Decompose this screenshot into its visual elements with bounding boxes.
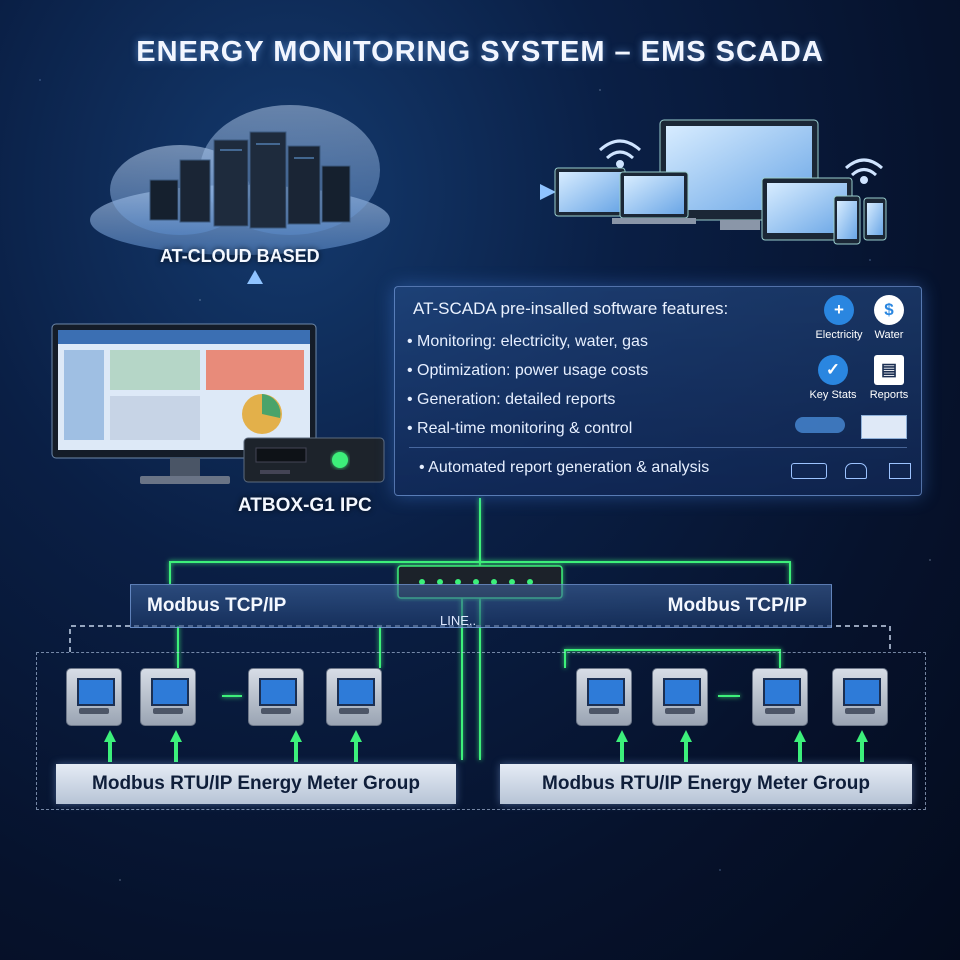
ipc-box-illustration bbox=[244, 438, 384, 482]
reports-icon: ▤ bbox=[874, 355, 904, 385]
arrow-head-icon bbox=[540, 184, 556, 200]
feature-key-stats: ✓ Key Stats bbox=[803, 355, 863, 401]
panel-divider bbox=[409, 447, 907, 448]
electricity-icon: + bbox=[824, 295, 854, 325]
energy-meter-icon bbox=[140, 668, 196, 726]
energy-meter-icon bbox=[248, 668, 304, 726]
panel-title: AT-SCADA pre-insalled software features: bbox=[413, 299, 728, 319]
feature-reports: ▤ Reports bbox=[859, 355, 919, 401]
energy-meter-icon bbox=[576, 668, 632, 726]
energy-meter-icon bbox=[66, 668, 122, 726]
features-panel: AT-SCADA pre-insalled software features:… bbox=[394, 286, 922, 496]
protocol-label-left: Modbus TCP/IP bbox=[147, 595, 286, 617]
edit-icon bbox=[889, 463, 911, 479]
feature-list: Monitoring: electricity, water, gas Opti… bbox=[407, 333, 648, 449]
list-item: Generation: detailed reports bbox=[407, 391, 648, 420]
list-item: Automated report generation & analysis bbox=[419, 459, 709, 477]
meter-group-label-right: Modbus RTU/IP Energy Meter Group bbox=[500, 764, 912, 804]
feature-label: Reports bbox=[859, 389, 919, 401]
support-icon bbox=[845, 463, 867, 479]
analytics-icon bbox=[795, 417, 845, 433]
key-stats-icon: ✓ bbox=[818, 355, 848, 385]
arrow-up-icon bbox=[247, 270, 263, 284]
feature-water: $ Water bbox=[859, 295, 919, 341]
ipc-label: ATBOX-G1 IPC bbox=[238, 495, 372, 517]
list-item: Real-time monitoring & control bbox=[407, 420, 648, 449]
water-icon: $ bbox=[874, 295, 904, 325]
report-card-icon bbox=[861, 415, 907, 439]
meter-group-label-left: Modbus RTU/IP Energy Meter Group bbox=[56, 764, 456, 804]
list-item: Optimization: power usage costs bbox=[407, 362, 648, 391]
energy-meter-icon bbox=[652, 668, 708, 726]
cloud-label: AT-CLOUD BASED bbox=[160, 246, 320, 267]
feature-label: Key Stats bbox=[803, 389, 863, 401]
modbus-tcp-bar: Modbus TCP/IP Modbus TCP/IP bbox=[130, 584, 832, 628]
energy-meter-icon bbox=[832, 668, 888, 726]
transfer-icon bbox=[791, 463, 827, 479]
protocol-label-right: Modbus TCP/IP bbox=[668, 595, 807, 617]
client-devices-illustration bbox=[555, 120, 886, 244]
energy-meter-icon bbox=[326, 668, 382, 726]
wifi-icon bbox=[600, 141, 640, 167]
energy-meter-icon bbox=[752, 668, 808, 726]
list-item: Monitoring: electricity, water, gas bbox=[407, 333, 648, 362]
feature-label: Water bbox=[859, 329, 919, 341]
line-label: LINE.. bbox=[440, 613, 476, 628]
